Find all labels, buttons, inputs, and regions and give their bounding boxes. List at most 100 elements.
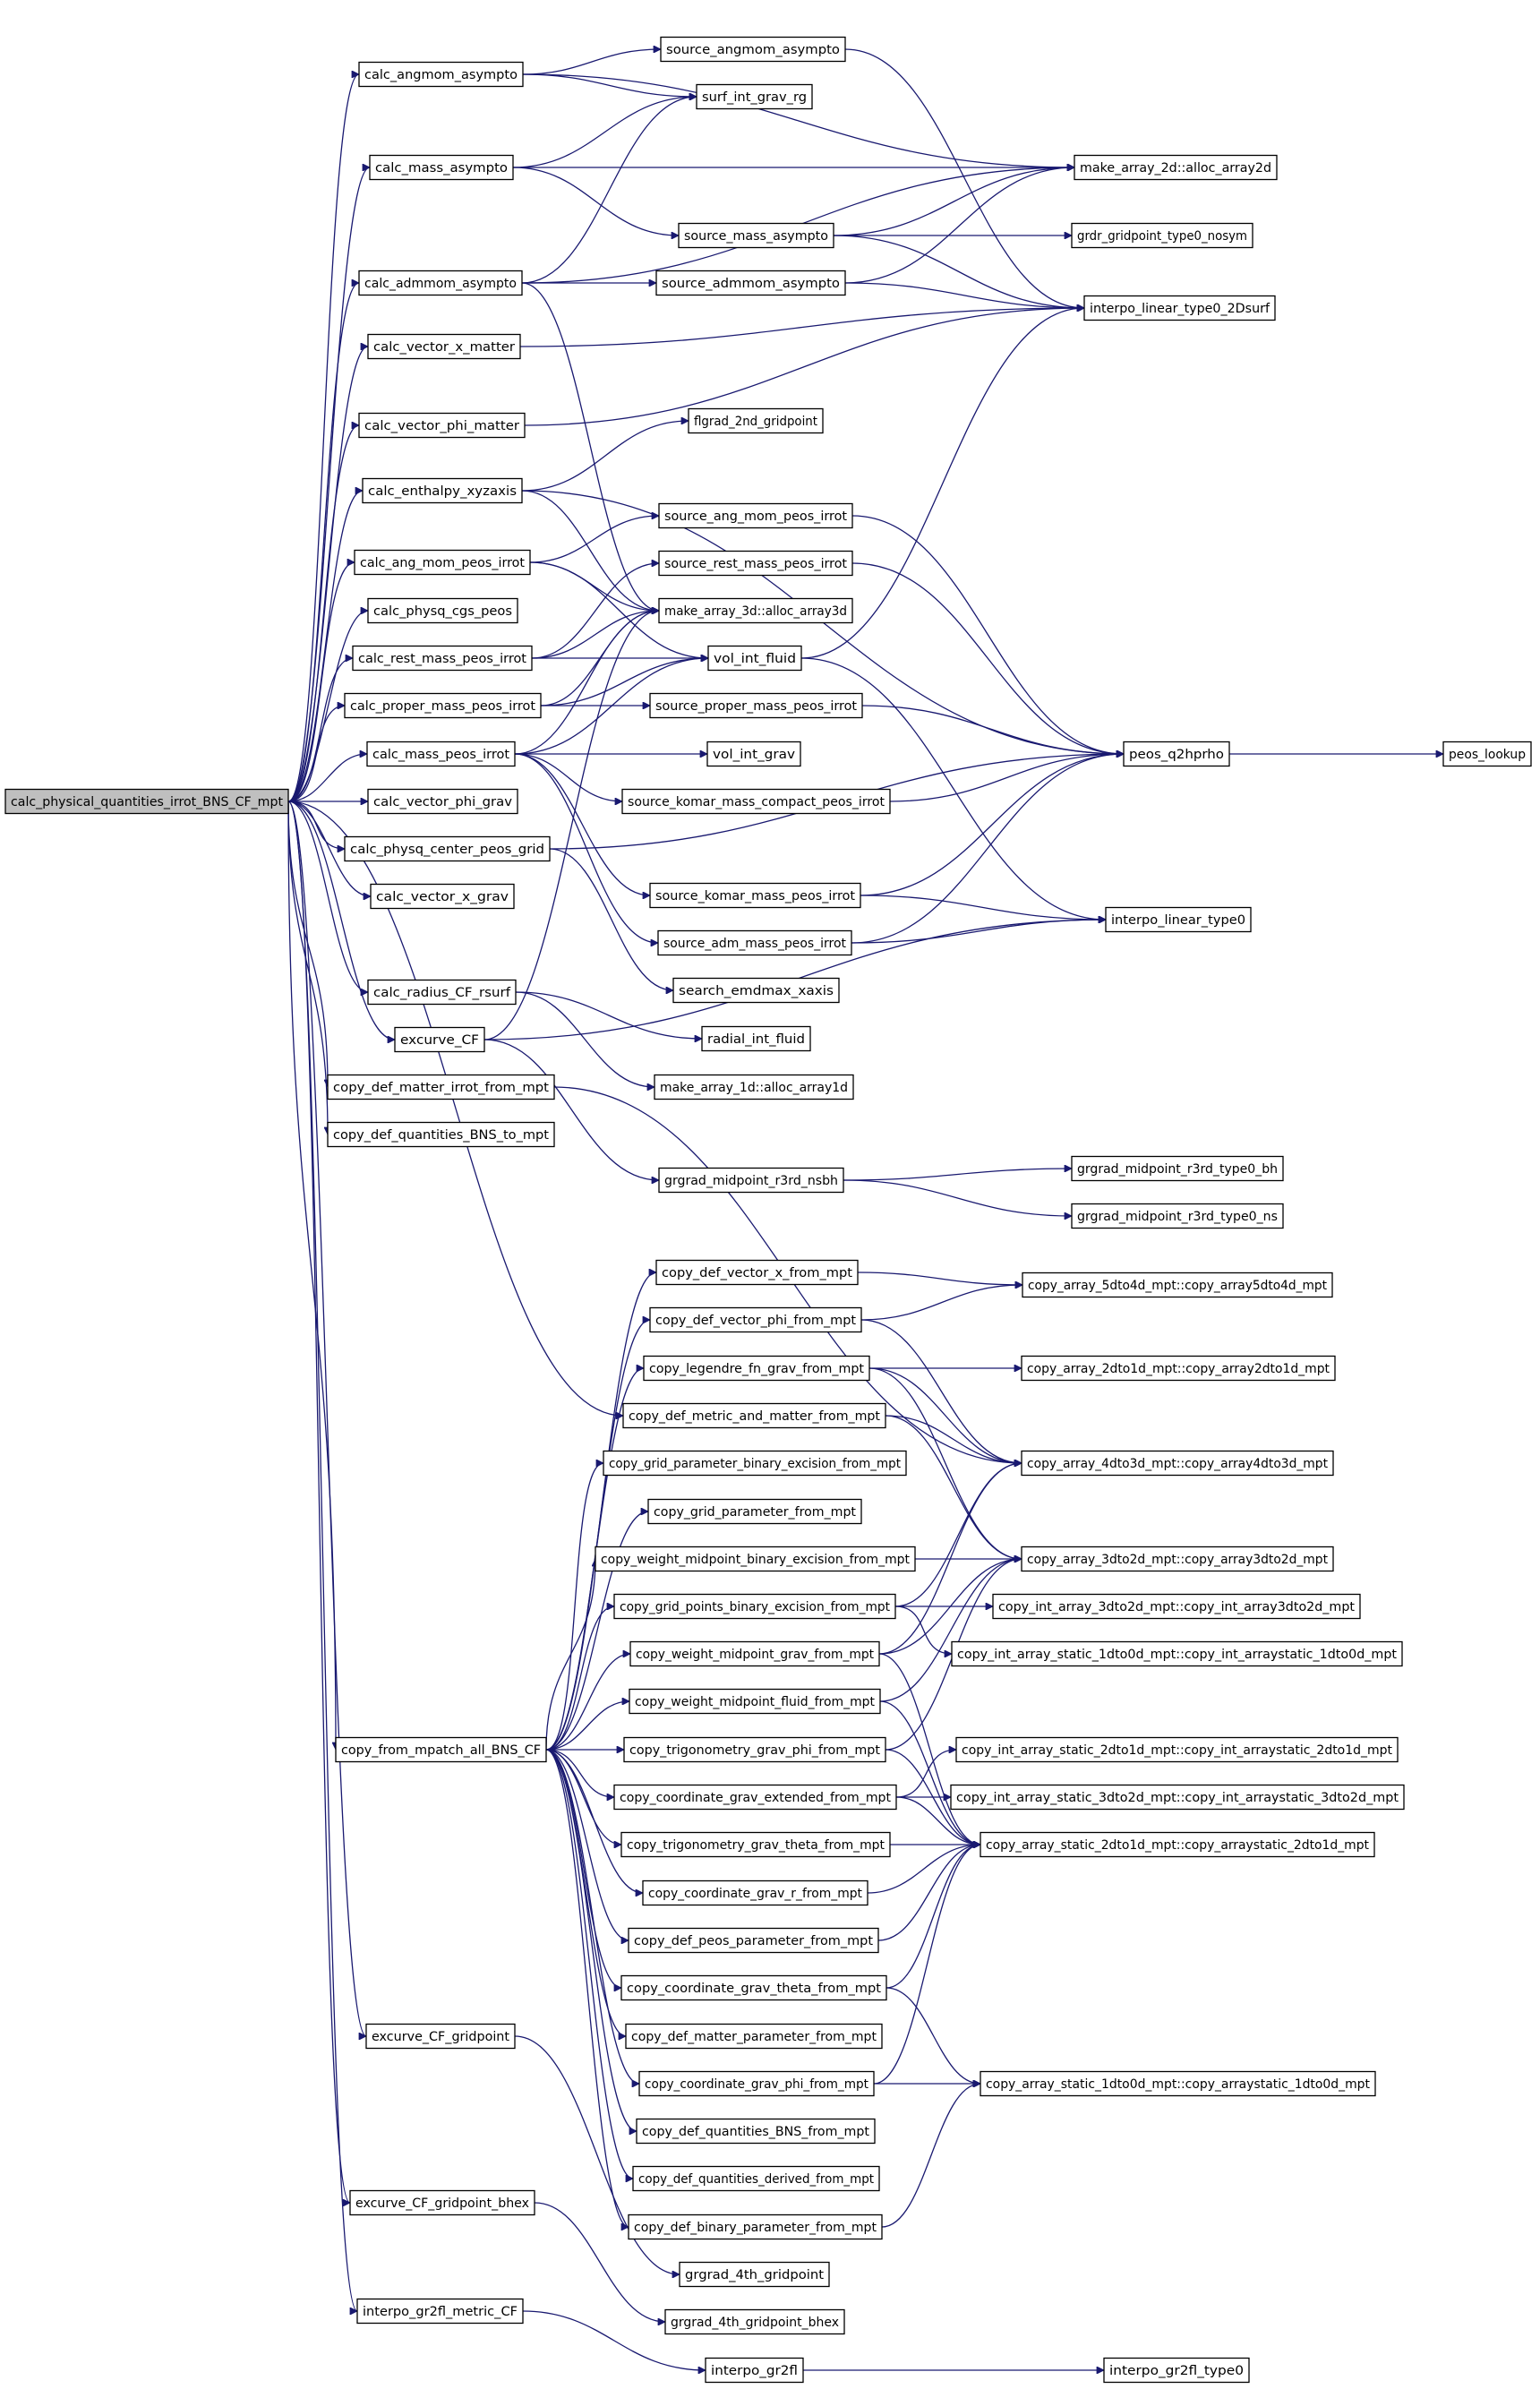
node-label[interactable]: copy_def_peos_parameter_from_mpt [634,1934,873,1948]
node-box[interactable] [595,1546,916,1572]
node[interactable]: calc_radius_CF_rsurf [367,979,517,1006]
node[interactable]: calc_enthalpy_xyzaxis [362,477,523,504]
node-label[interactable]: copy_def_metric_and_matter_from_mpt [629,1409,880,1424]
node[interactable]: copy_weight_midpoint_fluid_from_mpt [629,1688,881,1715]
node-box[interactable] [1071,1203,1284,1229]
node[interactable]: calc_physq_center_peos_grid [344,835,551,862]
node-label[interactable]: copy_array_3dto2d_mpt::copy_array3dto2d_… [1027,1553,1328,1567]
node-label[interactable]: make_array_1d::alloc_array1d [660,1081,848,1095]
node[interactable]: copy_grid_parameter_from_mpt [647,1498,862,1525]
node-box[interactable] [705,2357,804,2384]
node-box[interactable] [335,1736,547,1763]
node-label[interactable]: grgrad_midpoint_r3rd_nsbh [664,1174,838,1188]
node[interactable]: make_array_1d::alloc_array1d [654,1074,854,1100]
node-label[interactable]: source_ang_mom_peos_irrot [664,509,847,524]
node-label[interactable]: calc_vector_phi_matter [364,419,519,433]
node-label[interactable]: source_komar_mass_peos_irrot [655,889,855,903]
node[interactable]: calc_mass_peos_irrot [366,741,516,767]
node-label[interactable]: calc_vector_x_grav [376,890,509,904]
node-box[interactable] [649,882,861,909]
node[interactable]: source_angmom_asympto [660,36,846,63]
node-label[interactable]: copy_array_4dto3d_mpt::copy_array4dto3d_… [1027,1457,1328,1471]
node[interactable]: copy_int_array_static_1dto0d_mpt::copy_i… [951,1640,1403,1667]
node-box[interactable] [1105,906,1252,933]
node-label[interactable]: copy_coordinate_grav_r_from_mpt [648,1887,862,1901]
node[interactable]: copy_trigonometry_grav_theta_from_mpt [620,1831,891,1858]
node[interactable]: excurve_CF [394,1026,485,1053]
node-label[interactable]: excurve_CF [400,1033,479,1048]
node[interactable]: interpo_linear_type0_2Dsurf [1083,295,1276,321]
node[interactable]: source_rest_mass_peos_irrot [658,550,853,577]
node[interactable]: interpo_gr2fl [705,2357,804,2384]
node[interactable]: surf_int_grav_rg [696,83,813,110]
node-box[interactable] [628,1927,879,1954]
node-label[interactable]: interpo_linear_type0 [1111,913,1245,928]
node-box[interactable] [622,1402,886,1429]
node[interactable]: peos_lookup [1442,741,1532,767]
node-label[interactable]: grdr_gridpoint_type0_nosym [1077,229,1247,244]
node[interactable]: calc_angmom_asympto [358,61,524,88]
node-label[interactable]: calc_radius_CF_rsurf [373,986,511,1000]
node[interactable]: copy_coordinate_grav_theta_from_mpt [620,1974,887,2001]
node-label[interactable]: copy_weight_midpoint_fluid_from_mpt [635,1695,875,1709]
node-box[interactable] [654,1074,854,1100]
node[interactable]: copy_array_2dto1d_mpt::copy_array2dto1d_… [1021,1355,1336,1382]
node-label[interactable]: radial_int_fluid [707,1032,805,1047]
node-box[interactable] [950,1784,1405,1811]
node-label[interactable]: copy_def_vector_x_from_mpt [662,1266,852,1280]
node[interactable]: copy_def_metric_and_matter_from_mpt [622,1402,886,1429]
node[interactable]: source_mass_asympto [678,222,834,249]
node-label[interactable]: copy_from_mpatch_all_BNS_CF [341,1743,541,1758]
node[interactable]: radial_int_fluid [701,1025,811,1052]
node-label[interactable]: copy_grid_parameter_from_mpt [654,1505,856,1520]
node-box[interactable] [980,2070,1376,2097]
node[interactable]: copy_def_binary_parameter_from_mpt [628,2213,883,2240]
node-label[interactable]: copy_coordinate_grav_extended_from_mpt [620,1791,891,1805]
node-label[interactable]: copy_trigonometry_grav_phi_from_mpt [629,1743,880,1758]
node-box[interactable] [369,154,514,181]
node[interactable]: calc_vector_phi_matter [358,412,526,439]
node-label[interactable]: copy_array_5dto4d_mpt::copy_array5dto4d_… [1028,1279,1327,1293]
node[interactable]: calc_vector_x_matter [367,333,521,360]
node[interactable]: copy_int_array_static_2dto1d_mpt::copy_i… [955,1736,1399,1763]
node[interactable]: copy_coordinate_grav_extended_from_mpt [613,1784,897,1811]
node-box[interactable] [649,1306,862,1333]
node-label[interactable]: grgrad_midpoint_r3rd_type0_bh [1077,1162,1278,1177]
node-box[interactable] [664,2308,845,2335]
node-box[interactable] [1022,1272,1333,1298]
node-label[interactable]: copy_grid_points_binary_excision_from_mp… [620,1600,890,1614]
node-box[interactable] [706,741,801,767]
node-label[interactable]: source_angmom_asympto [666,43,840,57]
node-box[interactable] [620,1831,891,1858]
node[interactable]: copy_array_static_2dto1d_mpt::copy_array… [980,1831,1375,1858]
node-box[interactable] [642,1880,868,1906]
node-label[interactable]: grgrad_4th_gridpoint_bhex [671,2316,839,2330]
node-label[interactable]: copy_def_quantities_BNS_to_mpt [333,1128,549,1143]
node[interactable]: copy_weight_midpoint_binary_excision_fro… [595,1546,916,1572]
node[interactable]: source_komar_mass_peos_irrot [649,882,861,909]
node-box[interactable] [620,1974,887,2001]
node-label[interactable]: peos_q2hprho [1129,748,1224,762]
node[interactable]: source_proper_mass_peos_irrot [649,692,863,719]
node-box[interactable] [365,2023,516,2050]
node-label[interactable]: calc_vector_x_matter [373,340,515,355]
node-box[interactable] [623,1736,886,1763]
node-box[interactable] [344,692,542,719]
node-label[interactable]: calc_enthalpy_xyzaxis [368,484,517,499]
node[interactable]: peos_q2hprho [1123,741,1230,767]
node[interactable]: copy_array_4dto3d_mpt::copy_array4dto3d_… [1021,1450,1334,1477]
node-label[interactable]: copy_def_quantities_BNS_from_mpt [642,2125,869,2139]
node-label[interactable]: copy_int_array_3dto2d_mpt::copy_int_arra… [998,1600,1355,1614]
node[interactable]: grgrad_midpoint_r3rd_type0_bh [1071,1155,1284,1182]
node-box[interactable] [672,977,840,1004]
node-label[interactable]: source_proper_mass_peos_irrot [655,699,857,714]
node-box[interactable] [658,597,853,624]
node-box[interactable] [1071,222,1253,249]
node-box[interactable] [658,1167,844,1194]
node[interactable]: copy_def_quantities_BNS_to_mpt [327,1121,555,1148]
node-box[interactable] [655,270,846,296]
node[interactable]: grgrad_midpoint_r3rd_nsbh [658,1167,844,1194]
node-box[interactable] [613,1784,897,1811]
node-box[interactable] [655,1259,859,1286]
node-label[interactable]: calc_mass_peos_irrot [372,748,509,762]
